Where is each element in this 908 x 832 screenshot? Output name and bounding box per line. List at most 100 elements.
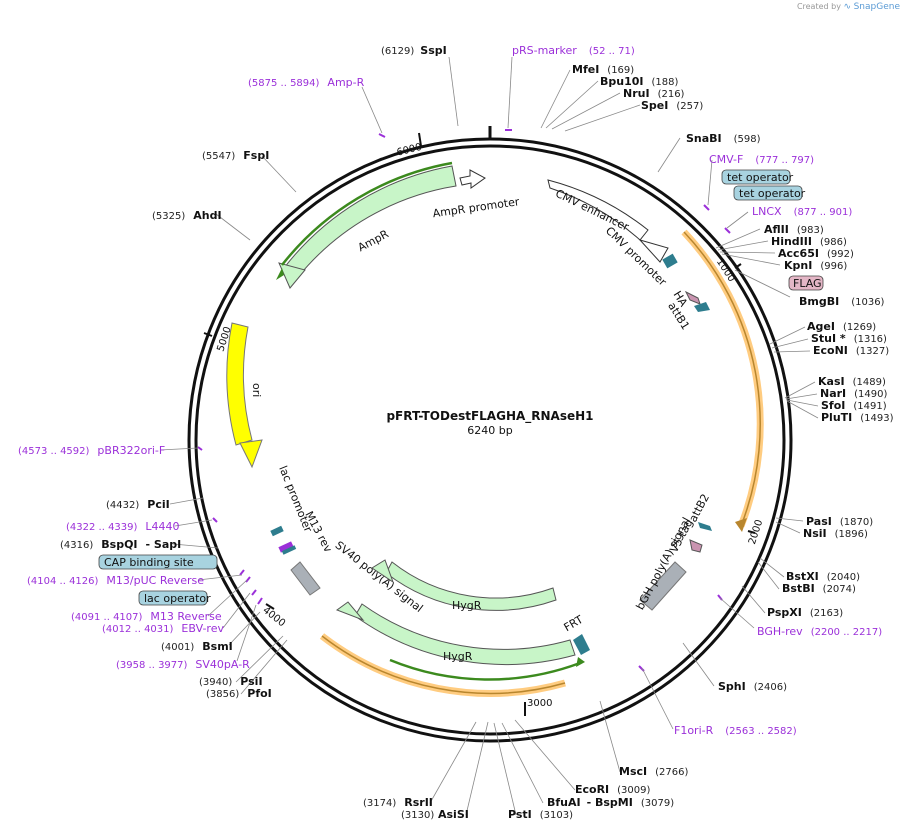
snapgene-logo-icon: ∿ (843, 2, 852, 12)
credit-brand: SnapGene (853, 2, 900, 12)
site-bstbi[interactable]: BstBI(2074) (782, 582, 856, 595)
hygr-orf-arrow (576, 657, 585, 667)
primer-lncx[interactable]: LNCX(877 .. 901) (752, 205, 852, 218)
site-agei[interactable]: AgeI(1269) (807, 320, 876, 333)
tet-operator-label-2: tet operator (739, 187, 806, 200)
site-fspi[interactable]: (5547)FspI (202, 149, 269, 162)
site-drui[interactable]: NruI(216) (623, 87, 685, 100)
attb1-label: attB1 (665, 300, 692, 332)
site-psii[interactable]: (3940)PsiI (199, 675, 263, 688)
ori-feature[interactable] (226, 322, 253, 446)
site-psti[interactable]: PstI(3103) (508, 808, 573, 821)
cap-site-feature[interactable] (270, 525, 284, 537)
site-acc65i[interactable]: Acc65I(992) (778, 247, 854, 260)
cmv-enhancer-feature[interactable] (547, 179, 649, 241)
primer-pbr322ori-f[interactable]: (4573 .. 4592)pBR322ori-F (18, 444, 165, 457)
site-pfoi[interactable]: (3856)PfoI (206, 687, 272, 700)
primer-bgh-rev[interactable]: BGH-rev(2200 .. 2217) (757, 625, 882, 638)
hygr-inner-arrowhead (371, 559, 394, 584)
hygr-inner-label: HygR (452, 599, 482, 612)
tick-3000: 3000 (524, 698, 552, 716)
site-snabi[interactable]: SnaBI(598) (686, 132, 761, 145)
primer-f1ori-r[interactable]: F1ori-R(2563 .. 2582) (674, 724, 797, 737)
primer-m13-reverse[interactable]: (4091 .. 4107)M13 Reverse (71, 610, 222, 623)
tet-operator-box-1[interactable] (721, 169, 791, 185)
site-rsrii[interactable]: (3174)RsrII (363, 796, 433, 809)
lac-operator-feature[interactable] (281, 545, 297, 555)
site-ecori[interactable]: EcoRI(3009) (575, 783, 651, 796)
site-bmgbi[interactable]: BmgBI(1036) (799, 295, 885, 308)
site-pspxi[interactable]: PspXI(2163) (767, 606, 843, 619)
leader-lines (159, 56, 819, 816)
backbone-inner (194, 144, 786, 736)
attb2-feature[interactable] (698, 522, 712, 531)
site-kpni[interactable]: KpnI(996) (784, 259, 847, 272)
site-nari[interactable]: NarI(1490) (820, 387, 888, 400)
site-bpu10i[interactable]: Bpu10I(188) (600, 75, 678, 88)
primer-ebv-rev[interactable]: (4012 .. 4031)EBV-rev (102, 622, 224, 635)
site-stui[interactable]: StuI *(1316) (811, 332, 887, 345)
hygr-outer-arrowhead (335, 601, 365, 622)
site-msci[interactable]: MscI(2766) (619, 765, 688, 778)
tick-2000: 2000 (747, 518, 765, 546)
site-pcii[interactable]: (4432)PciI (106, 498, 170, 511)
hygr-outer-feature[interactable] (354, 603, 576, 665)
lac-operator-label: lac operator (144, 592, 211, 605)
site-sphi[interactable]: SphI(2406) (718, 680, 787, 693)
hygr-inner-feature[interactable] (385, 561, 557, 611)
ampr-feature[interactable] (283, 165, 457, 278)
site-sspi[interactable]: (6129)SspI (381, 44, 447, 57)
site-aflii[interactable]: AflII(983) (764, 223, 824, 236)
v5-tag-feature[interactable] (689, 539, 703, 553)
flag-box[interactable] (788, 275, 824, 291)
primer-m13-puc-reverse[interactable]: (4104 .. 4126)M13/pUC Reverse (27, 574, 204, 587)
cap-binding-site-box[interactable] (98, 554, 218, 570)
site-pasi[interactable]: PasI(1870) (806, 515, 873, 528)
site-econi[interactable]: EcoNI(1327) (813, 344, 889, 357)
primer-labels: pRS-marker(52 .. 71) (5875 .. 5894)Amp-R… (18, 44, 882, 737)
site-bfuai[interactable]: BfuAI- BspMI(3079) (547, 796, 674, 809)
site-kasi[interactable]: KasI(1489) (818, 375, 886, 388)
attb1-feature[interactable] (694, 302, 710, 312)
cmv-promoter-feature[interactable] (638, 239, 669, 263)
site-bstxi[interactable]: BstXI(2040) (786, 570, 860, 583)
lac-operator-box[interactable] (138, 590, 208, 606)
bgh-polya-feature[interactable] (639, 561, 687, 611)
frt-label: FRT (562, 613, 586, 634)
cap-binding-site-label: CAP binding site (104, 556, 194, 569)
tet-operator-box-2[interactable] (733, 185, 803, 201)
site-spei[interactable]: SpeI(257) (641, 99, 703, 112)
site-nsii[interactable]: NsiI(1896) (803, 527, 868, 540)
site-ahdi[interactable]: (5325)AhdI (152, 209, 222, 222)
site-sfoi[interactable]: SfoI(1491) (821, 399, 887, 412)
frt-feature[interactable] (573, 634, 590, 655)
tet-operator-feature[interactable] (662, 253, 678, 269)
site-hindiii[interactable]: HindIII(986) (771, 235, 847, 248)
site-labels: (6129)SspI MfeI(169) Bpu10I(188) NruI(21… (60, 44, 894, 821)
site-pluti[interactable]: PluTI(1493) (821, 411, 894, 424)
ampr-promoter-feature[interactable] (459, 169, 486, 189)
m13-feature[interactable] (278, 541, 294, 553)
hygr-outer-label: HygR (443, 650, 473, 663)
plasmid-name: pFRT-TODestFLAGHA_RNAseH1 (386, 409, 593, 424)
primer-amp-r[interactable]: (5875 .. 5894)Amp-R (248, 76, 365, 89)
site-asisi[interactable]: AsiSI (438, 808, 469, 821)
site-mfei[interactable]: MfeI(169) (572, 63, 634, 76)
tick-4000: 4000 (260, 603, 287, 629)
primer-prs-marker[interactable]: pRS-marker(52 .. 71) (512, 44, 635, 57)
ampr-orf-arrow (276, 268, 284, 280)
ori-label: ori (250, 383, 263, 397)
ori-arrowhead (239, 439, 263, 469)
primer-cmv-f[interactable]: CMV-F(777 .. 797) (709, 153, 814, 166)
credit-text: Created by (796, 2, 841, 11)
orf-line-right (683, 231, 761, 527)
site-bsmi[interactable]: (4001)BsmI (161, 640, 233, 653)
orf-arrow-right (735, 518, 747, 532)
ampr-arrowhead (278, 262, 306, 289)
site-bspqi[interactable]: (4316)BspQI- SapI (60, 538, 181, 551)
ampr-promoter-label: AmpR promoter (432, 195, 521, 220)
sv40-polya-feature[interactable] (290, 561, 321, 596)
primer-sv40pa-r[interactable]: (3958 .. 3977)SV40pA-R (116, 658, 250, 671)
primer-l4440[interactable]: (4322 .. 4339)L4440 (66, 520, 180, 533)
